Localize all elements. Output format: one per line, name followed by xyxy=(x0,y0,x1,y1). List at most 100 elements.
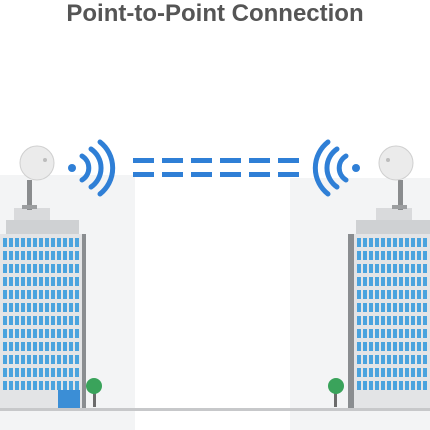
building-window xyxy=(63,316,67,325)
right-building xyxy=(348,208,430,410)
building-window xyxy=(417,303,421,312)
building-window xyxy=(369,342,373,351)
building-window xyxy=(363,251,367,260)
building-window xyxy=(405,355,409,364)
building-window xyxy=(45,368,49,377)
building-window xyxy=(15,251,19,260)
building-window xyxy=(399,355,403,364)
building-window xyxy=(399,342,403,351)
link-dash xyxy=(278,158,299,163)
building-window xyxy=(357,264,361,273)
building-window xyxy=(63,290,67,299)
building-window xyxy=(21,368,25,377)
building-window xyxy=(393,303,397,312)
right-antenna xyxy=(378,145,414,210)
building-window xyxy=(39,342,43,351)
building-window xyxy=(381,329,385,338)
building-window xyxy=(405,290,409,299)
building-window xyxy=(15,342,19,351)
building-window xyxy=(387,342,391,351)
building-window xyxy=(363,368,367,377)
building-window xyxy=(51,290,55,299)
building-window xyxy=(15,290,19,299)
building-window xyxy=(369,238,373,247)
link-dash xyxy=(249,158,270,163)
building-window xyxy=(417,316,421,325)
building-window xyxy=(375,238,379,247)
building-window xyxy=(357,316,361,325)
building-window xyxy=(423,251,427,260)
building-window xyxy=(57,368,61,377)
building-window xyxy=(57,264,61,273)
building-window xyxy=(63,368,67,377)
building-window xyxy=(411,355,415,364)
building-window xyxy=(45,329,49,338)
building-window xyxy=(399,251,403,260)
building-window xyxy=(9,290,13,299)
building-window xyxy=(21,303,25,312)
building-window xyxy=(411,316,415,325)
building-window xyxy=(75,342,79,351)
building-window xyxy=(9,303,13,312)
building-window xyxy=(411,290,415,299)
building-window xyxy=(363,381,367,390)
building-window xyxy=(393,342,397,351)
building-window xyxy=(57,277,61,286)
building-window xyxy=(393,329,397,338)
building-window xyxy=(33,303,37,312)
building-window xyxy=(69,264,73,273)
building-window xyxy=(51,329,55,338)
building-window xyxy=(405,264,409,273)
building-window xyxy=(387,316,391,325)
building-window xyxy=(405,277,409,286)
building-window xyxy=(405,381,409,390)
building-window xyxy=(75,290,79,299)
building-window xyxy=(9,329,13,338)
building-window xyxy=(33,290,37,299)
building-window xyxy=(387,264,391,273)
building-window xyxy=(33,277,37,286)
building-window xyxy=(357,290,361,299)
building-window xyxy=(375,329,379,338)
building-window xyxy=(21,238,25,247)
building-window xyxy=(363,303,367,312)
building-window xyxy=(75,303,79,312)
building-window xyxy=(393,264,397,273)
building-window xyxy=(75,264,79,273)
building-window xyxy=(369,329,373,338)
building-window xyxy=(3,329,7,338)
building-window xyxy=(417,329,421,338)
building-window xyxy=(57,342,61,351)
building-window xyxy=(57,381,61,390)
building-window xyxy=(69,381,73,390)
building-window xyxy=(357,303,361,312)
building-window xyxy=(3,290,7,299)
building-window xyxy=(417,238,421,247)
building-window xyxy=(9,264,13,273)
building-window xyxy=(69,277,73,286)
building-window xyxy=(27,316,31,325)
building-window xyxy=(369,355,373,364)
dish-antenna-icon xyxy=(19,145,55,181)
building-window xyxy=(27,355,31,364)
building-window xyxy=(423,342,427,351)
building-window xyxy=(405,316,409,325)
building-window xyxy=(63,251,67,260)
building-window xyxy=(387,251,391,260)
building-window xyxy=(381,277,385,286)
building-window xyxy=(69,238,73,247)
building-window xyxy=(393,316,397,325)
building-window xyxy=(399,264,403,273)
building-window xyxy=(381,316,385,325)
right-building-windows xyxy=(357,238,427,390)
building-window xyxy=(399,381,403,390)
building-window xyxy=(57,355,61,364)
building-window xyxy=(21,277,25,286)
building-window xyxy=(363,277,367,286)
building-window xyxy=(21,251,25,260)
building-window xyxy=(375,381,379,390)
building-window xyxy=(39,264,43,273)
building-window xyxy=(381,355,385,364)
building-window xyxy=(423,329,427,338)
building-window xyxy=(15,316,19,325)
